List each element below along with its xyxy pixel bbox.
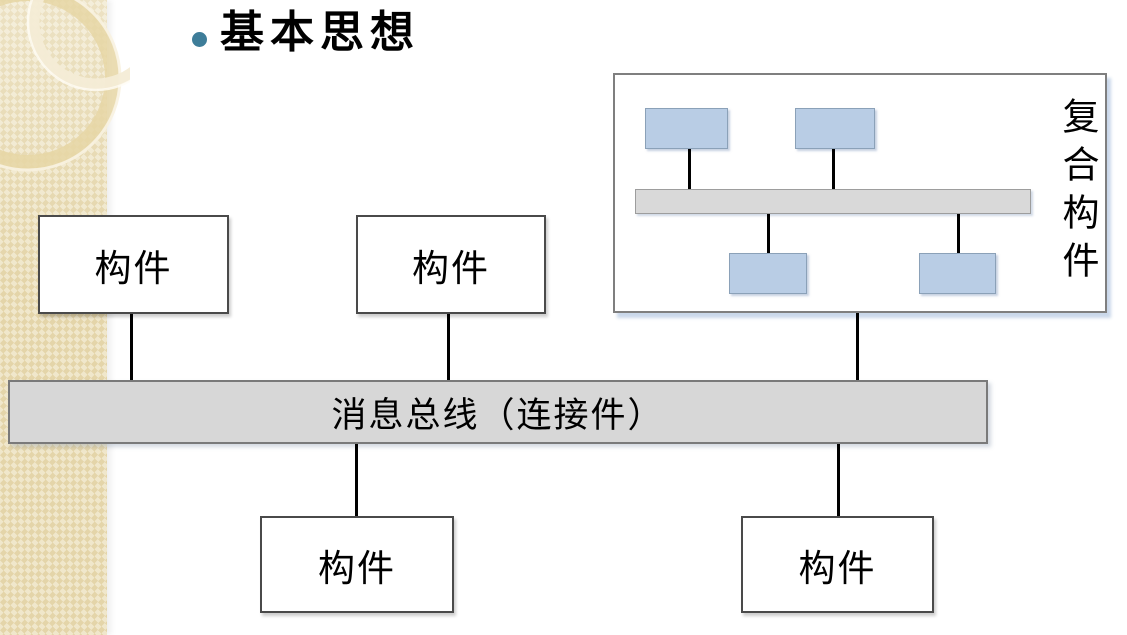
title-bullet-icon: [192, 32, 207, 47]
component-label: 构件: [412, 248, 490, 290]
component-box-bottom-right: 构件: [741, 516, 934, 613]
component-box-top-middle: 构件: [356, 215, 546, 314]
sub-component-box-3: [729, 253, 807, 294]
connector-line-bottom-left: [355, 444, 358, 516]
connector-line-sub-2: [832, 149, 835, 189]
component-label: 构件: [318, 548, 396, 590]
sidebar-decoration: [0, 0, 130, 635]
component-label: 构件: [94, 248, 173, 290]
component-label: 构件: [798, 548, 877, 590]
circle-ornament: [0, 0, 130, 172]
component-box-top-left: 构件: [38, 215, 229, 314]
component-box-bottom-left: 构件: [260, 516, 454, 613]
inner-bus-bar: [635, 189, 1031, 214]
slide-title: 基本思想: [220, 8, 420, 57]
composite-label: 复合构件: [1056, 97, 1097, 289]
connector-line-bottom-right: [837, 444, 840, 516]
sub-component-box-2: [795, 108, 875, 149]
title-row: 基本思想: [192, 8, 420, 59]
connector-line-sub-1: [688, 149, 691, 189]
message-bus-label: 消息总线（连接件）: [331, 395, 665, 435]
message-bus-bar: 消息总线（连接件）: [8, 380, 988, 444]
connector-line-sub-4: [957, 214, 960, 253]
connector-line-top-left: [130, 314, 133, 380]
sub-component-box-1: [645, 108, 728, 149]
connector-line-composite: [856, 313, 859, 380]
sub-component-box-4: [919, 253, 996, 294]
composite-component-group: 复合构件: [613, 73, 1107, 313]
connector-line-sub-3: [767, 214, 770, 253]
connector-line-top-middle: [447, 314, 450, 380]
